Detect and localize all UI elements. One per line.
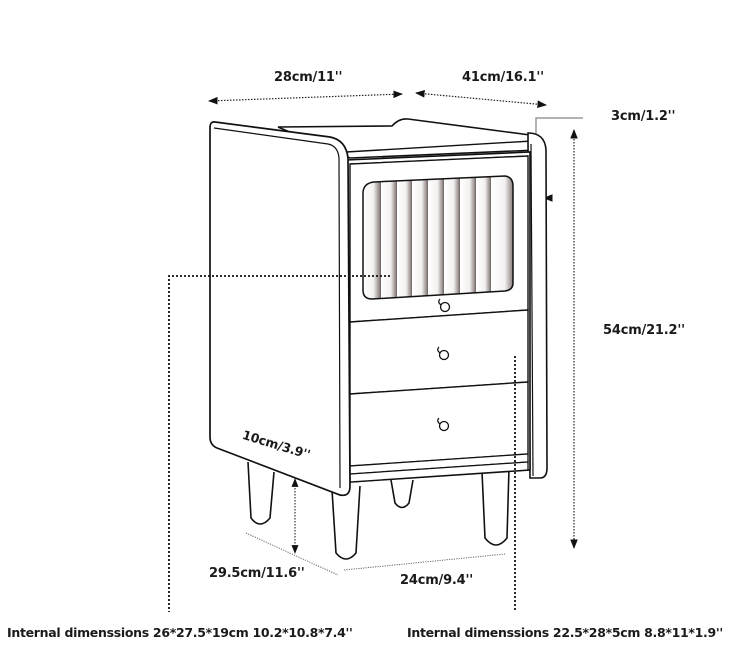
height-label: 54cm/21.2'' bbox=[603, 323, 685, 338]
drawer-top bbox=[349, 309, 529, 395]
width-dimension-arrow bbox=[208, 90, 403, 105]
drawer-bottom bbox=[349, 381, 529, 467]
base-width-line bbox=[343, 553, 506, 571]
leg-front-center bbox=[331, 485, 361, 560]
cabinet-door bbox=[349, 155, 529, 323]
left-side-panel bbox=[209, 121, 351, 497]
cabinet-internal-dimensions: Internal dimenssions 26*27.5*19cm 10.2*1… bbox=[7, 625, 353, 640]
depth-label: 41cm/16.1'' bbox=[462, 70, 544, 85]
door-knob-icon bbox=[438, 298, 451, 313]
right-side-panel bbox=[527, 132, 548, 479]
base-depth-label: 29.5cm/11.6'' bbox=[209, 566, 305, 581]
base-depth-line bbox=[245, 532, 339, 576]
width-label: 28cm/11'' bbox=[274, 70, 343, 85]
thickness-label: 3cm/1.2'' bbox=[611, 109, 676, 124]
leg-back-right bbox=[481, 467, 510, 546]
cabinet-internal-leader bbox=[168, 275, 390, 612]
leg-back-center bbox=[390, 479, 414, 509]
drawer-internal-dimensions: Internal dimenssions 22.5*28*5cm 8.8*11*… bbox=[407, 625, 723, 640]
leg-front-left bbox=[247, 461, 275, 525]
depth-dimension-arrow bbox=[415, 89, 547, 109]
drawer-knob-icon bbox=[437, 417, 450, 432]
base-width-label: 24cm/9.4'' bbox=[400, 573, 474, 588]
fluted-glass-panel bbox=[362, 175, 514, 300]
drawer-knob-icon bbox=[437, 346, 450, 361]
